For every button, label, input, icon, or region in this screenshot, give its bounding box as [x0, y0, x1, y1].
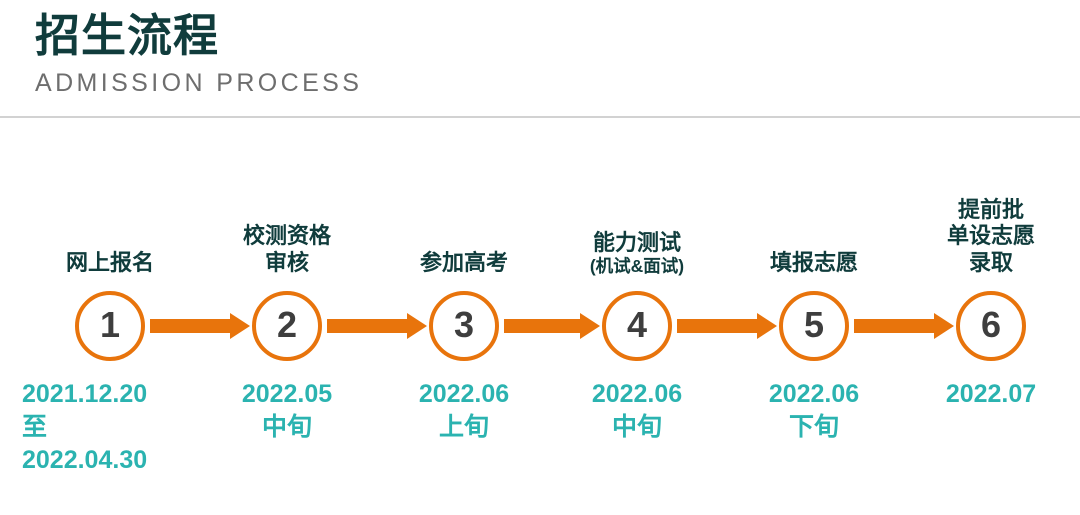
- step-3-date-line-2: 上旬: [438, 413, 489, 441]
- step-5-date: 2022.06 下旬: [719, 378, 909, 444]
- step-1-date-line-1: 2021.12.20: [22, 380, 148, 408]
- step-3-circle-marker[interactable]: 3: [429, 291, 499, 361]
- step-2-date-line-1: 2022.05: [241, 380, 333, 408]
- step-6-date-line-1: 2022.07: [945, 380, 1037, 408]
- step-6-number: 6: [980, 304, 1002, 345]
- arrow-connector-4-to-5: [677, 313, 777, 339]
- step-1-label: 网上报名: [15, 250, 205, 277]
- arrow-shaft: [677, 319, 757, 333]
- step-6-label-line-2: 单设志愿: [946, 223, 1035, 249]
- arrow-connector-2-to-3: [327, 313, 427, 339]
- process-step-1[interactable]: 网上报名 1 2021.12.20 至 2022.04.30: [22, 0, 198, 515]
- step-6-date: 2022.07: [896, 378, 1080, 411]
- arrow-head-icon: [580, 313, 600, 339]
- step-1-label-line-1: 网上报名: [65, 250, 154, 276]
- step-4-date: 2022.06 中旬: [542, 378, 732, 444]
- arrow-head-icon: [230, 313, 250, 339]
- step-1-date-line-2: 至: [22, 413, 48, 441]
- process-step-5[interactable]: 填报志愿 5 2022.06 下旬: [726, 0, 902, 515]
- arrow-head-icon: [757, 313, 777, 339]
- arrow-shaft: [327, 319, 407, 333]
- step-1-date: 2021.12.20 至 2022.04.30: [22, 378, 222, 477]
- step-3-number: 3: [453, 304, 475, 345]
- step-6-circle-marker[interactable]: 6: [956, 291, 1026, 361]
- step-3-label: 参加高考: [369, 250, 559, 277]
- process-step-3[interactable]: 参加高考 3 2022.06 上旬: [376, 0, 552, 515]
- step-1-circle-marker[interactable]: 1: [75, 291, 145, 361]
- page-title: 招生流程: [35, 10, 220, 61]
- step-2-label: 校测资格审核: [192, 223, 382, 277]
- step-6-label-line-3: 录取: [968, 250, 1013, 276]
- arrow-head-icon: [934, 313, 954, 339]
- header-divider: [0, 116, 1080, 118]
- step-3-label-line-1: 参加高考: [419, 250, 508, 276]
- step-2-date: 2022.05 中旬: [192, 378, 382, 444]
- process-step-2[interactable]: 校测资格审核 2 2022.05 中旬: [199, 0, 375, 515]
- process-step-4[interactable]: 能力测试(机试&面试) 4 2022.06 中旬: [549, 0, 725, 515]
- page-subtitle: ADMISSION PROCESS: [35, 69, 363, 98]
- step-4-date-line-1: 2022.06: [591, 380, 683, 408]
- step-4-date-line-2: 中旬: [611, 413, 662, 441]
- step-5-label-line-1: 填报志愿: [769, 250, 858, 276]
- arrow-head-icon: [407, 313, 427, 339]
- step-1-date-line-3: 2022.04.30: [22, 446, 148, 474]
- step-6-label: 提前批单设志愿录取: [896, 197, 1080, 277]
- arrow-connector-1-to-2: [150, 313, 250, 339]
- step-5-circle-marker[interactable]: 5: [779, 291, 849, 361]
- step-6-label-line-1: 提前批: [957, 196, 1024, 222]
- step-4-label: 能力测试(机试&面试): [542, 230, 732, 277]
- step-2-label-line-1: 校测资格: [242, 223, 331, 249]
- arrow-shaft: [854, 319, 934, 333]
- arrow-connector-3-to-4: [504, 313, 600, 339]
- step-5-date-line-2: 下旬: [788, 413, 839, 441]
- step-2-date-line-2: 中旬: [261, 413, 312, 441]
- step-3-date: 2022.06 上旬: [369, 378, 559, 444]
- arrow-connector-5-to-6: [854, 313, 954, 339]
- step-5-number: 5: [803, 304, 825, 345]
- step-4-label-line-2: (机试&面试): [589, 256, 685, 277]
- step-5-label: 填报志愿: [719, 250, 909, 277]
- step-2-circle-marker[interactable]: 2: [252, 291, 322, 361]
- arrow-shaft: [504, 319, 580, 333]
- arrow-shaft: [150, 319, 230, 333]
- process-step-6[interactable]: 提前批单设志愿录取 6 2022.07: [903, 0, 1079, 515]
- step-5-date-line-1: 2022.06: [768, 380, 860, 408]
- step-1-number: 1: [99, 304, 121, 345]
- step-4-circle-marker[interactable]: 4: [602, 291, 672, 361]
- step-4-label-line-1: 能力测试: [592, 229, 681, 255]
- step-4-number: 4: [626, 304, 648, 345]
- step-2-number: 2: [276, 304, 298, 345]
- page-header: 招生流程 ADMISSION PROCESS: [35, 10, 1045, 99]
- step-2-label-line-2: 审核: [264, 250, 309, 276]
- step-3-date-line-1: 2022.06: [418, 380, 510, 408]
